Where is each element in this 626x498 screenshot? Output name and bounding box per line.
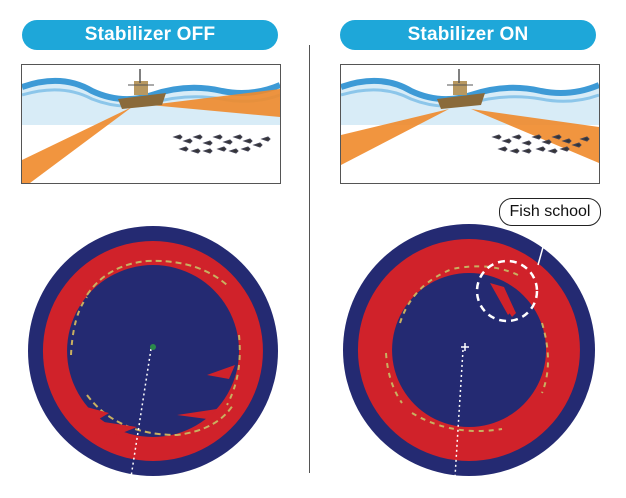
stabilizer-off-illustration: [21, 64, 281, 184]
ship-icon: [118, 69, 166, 109]
heading-marker-icon: [130, 348, 152, 478]
stabilizer-off-label: Stabilizer OFF: [22, 20, 278, 50]
fish-school-icon: [490, 283, 516, 317]
fish-school-icon: [172, 134, 271, 154]
center-cross-icon: [461, 343, 469, 351]
ship-icon: [437, 69, 485, 109]
sonar-display-off: [27, 225, 279, 482]
sonar-display-on: [342, 214, 596, 482]
heading-marker-icon: [454, 349, 464, 478]
fish-school-callout: Fish school: [499, 198, 601, 226]
stabilizer-on-illustration: [340, 64, 600, 184]
stabilizer-on-label: Stabilizer ON: [340, 20, 596, 50]
panel-divider: [309, 45, 310, 473]
fish-school-icon: [491, 134, 590, 154]
fish-school-marker-icon: [475, 259, 539, 323]
